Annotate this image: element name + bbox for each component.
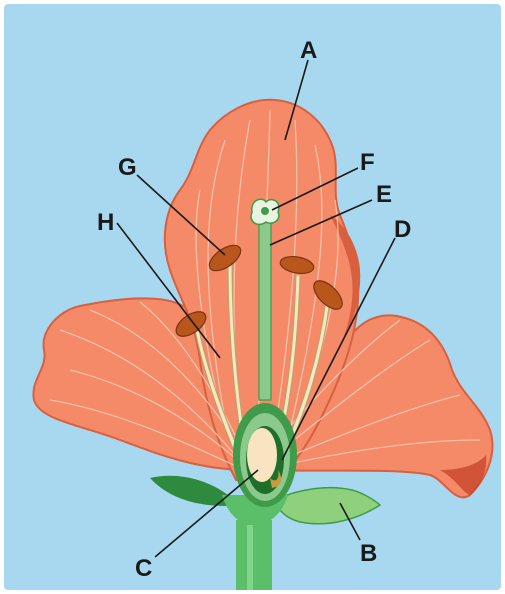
style xyxy=(259,222,271,400)
label-F: F xyxy=(360,149,375,176)
label-D: D xyxy=(394,216,411,243)
label-G: G xyxy=(118,154,137,181)
stem xyxy=(236,520,272,590)
label-E: E xyxy=(376,181,392,208)
label-A: A xyxy=(300,37,317,64)
ovary xyxy=(233,403,297,507)
label-B: B xyxy=(360,540,377,567)
label-C: C xyxy=(135,555,152,582)
stigma xyxy=(251,199,279,224)
label-H: H xyxy=(97,209,114,236)
ovule xyxy=(247,428,277,482)
